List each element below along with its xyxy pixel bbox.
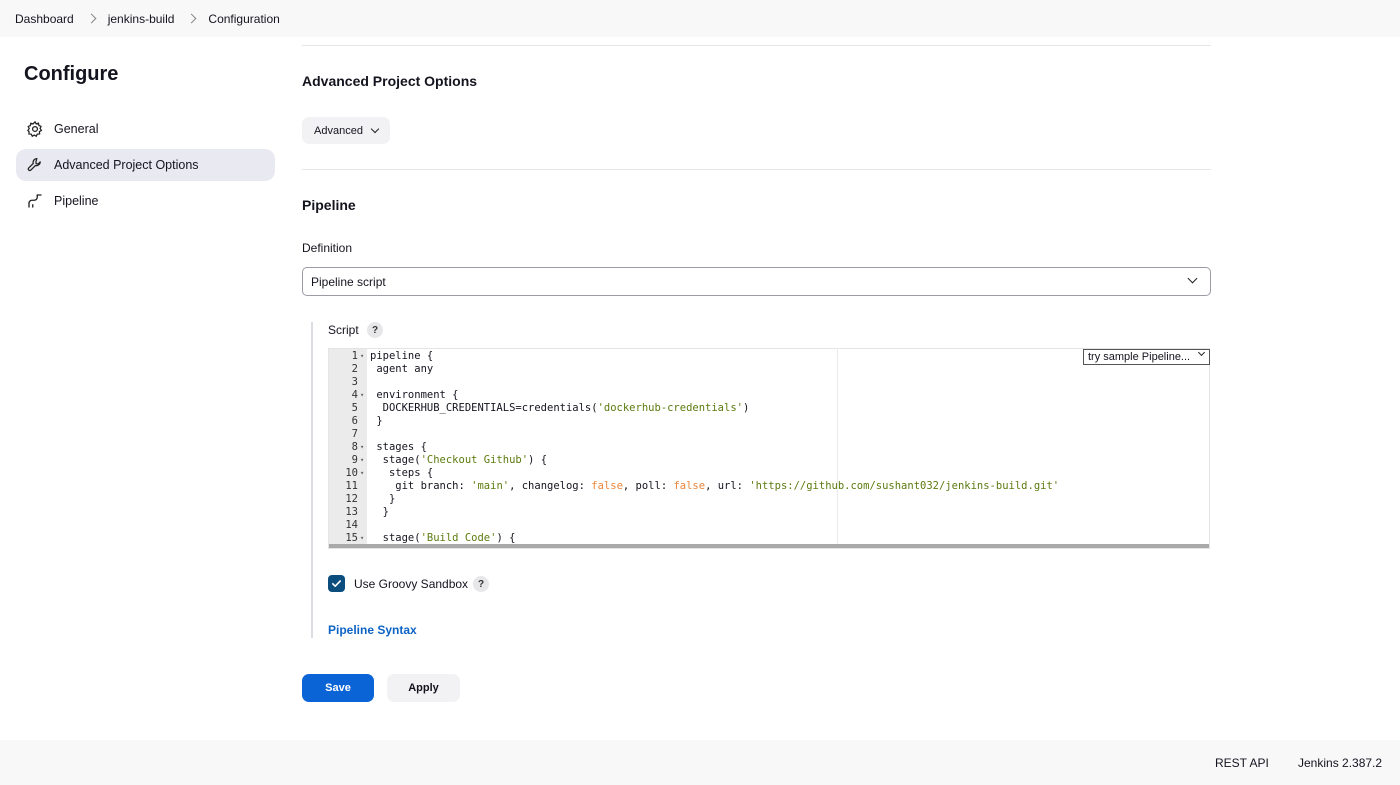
fold-arrow-icon[interactable]: ▾ [360, 443, 365, 451]
page-footer: REST API Jenkins 2.387.2 [0, 740, 1400, 785]
section-divider [302, 169, 1211, 170]
code-text: } [370, 493, 396, 505]
breadcrumb-configuration[interactable]: Configuration [208, 11, 280, 26]
line-number: 7 [351, 428, 358, 440]
gear-icon [27, 120, 43, 138]
line-number: 14 [345, 519, 358, 531]
apply-button[interactable]: Apply [387, 674, 460, 702]
editor-gutter [329, 349, 367, 546]
groovy-sandbox-label: Use Groovy Sandbox [354, 577, 469, 591]
line-number: 12 [345, 493, 358, 505]
code-text: stage('Build Code') { [370, 532, 516, 544]
line-number: 4 [351, 389, 358, 401]
fold-arrow-icon[interactable]: ▾ [360, 391, 365, 399]
advanced-section-title: Advanced Project Options [302, 73, 478, 89]
section-divider [302, 45, 1211, 46]
line-number: 13 [345, 506, 358, 518]
save-button[interactable]: Save [302, 674, 374, 702]
fold-arrow-icon[interactable]: ▾ [360, 352, 365, 360]
nested-section-rule [311, 322, 313, 638]
line-number: 6 [351, 415, 358, 427]
sidebar-title: Configure [24, 63, 119, 85]
sidebar-item-advanced-project-options[interactable]: Advanced Project Options [16, 149, 275, 181]
editor-scrollbar[interactable] [329, 544, 1209, 548]
pipeline-icon [28, 194, 42, 208]
script-help-icon[interactable]: ? [367, 322, 383, 338]
script-label: Script [328, 323, 359, 337]
editor-print-margin [837, 349, 838, 546]
line-number: 9 [351, 454, 358, 466]
advanced-button[interactable]: Advanced [302, 117, 390, 144]
code-text: } [370, 506, 389, 518]
code-text: agent any [370, 363, 434, 375]
fold-arrow-icon[interactable]: ▾ [360, 456, 365, 464]
breadcrumb-dashboard[interactable]: Dashboard [15, 11, 74, 26]
sidebar-item-label: General [54, 122, 99, 136]
chevron-down-icon [1197, 348, 1206, 357]
sandbox-help-icon[interactable]: ? [473, 576, 489, 592]
check-icon [332, 580, 341, 587]
pipeline-section-title: Pipeline [302, 197, 356, 213]
code-text: git branch: 'main', changelog: false, po… [370, 480, 1060, 492]
jenkins-version[interactable]: Jenkins 2.387.2 [1298, 756, 1383, 770]
rest-api-link[interactable]: REST API [1215, 756, 1269, 770]
code-text: } [370, 415, 383, 427]
wrench-icon [27, 157, 41, 172]
line-number: 15 [345, 532, 358, 544]
definition-label: Definition [302, 241, 353, 255]
sidebar-item-general[interactable]: General [16, 113, 275, 145]
definition-select[interactable]: Pipeline script [302, 267, 1211, 296]
breadcrumb-jenkins-build[interactable]: jenkins-build [107, 11, 175, 26]
line-number: 2 [351, 363, 358, 375]
line-number: 1 [351, 350, 358, 362]
line-number: 3 [351, 376, 358, 388]
code-text: stage('Checkout Github') { [370, 454, 548, 466]
code-text: steps { [370, 467, 434, 479]
code-text: stages { [370, 441, 427, 453]
chevron-right-icon [186, 13, 197, 24]
line-number: 10 [345, 467, 358, 479]
advanced-button-label: Advanced [314, 124, 363, 137]
code-text: DOCKERHUB_CREDENTIALS=credentials('docke… [370, 402, 750, 414]
line-number: 11 [345, 480, 358, 492]
chevron-down-icon [1187, 273, 1198, 284]
fold-arrow-icon[interactable]: ▾ [360, 534, 365, 542]
line-number: 5 [351, 402, 358, 414]
pipeline-syntax-link[interactable]: Pipeline Syntax [328, 623, 417, 637]
chevron-right-icon [86, 13, 97, 24]
sidebar-item-label: Advanced Project Options [54, 158, 199, 172]
breadcrumb: Dashboard jenkins-build Configuration [0, 0, 1400, 37]
fold-arrow-icon[interactable]: ▾ [360, 469, 365, 477]
sample-pipeline-select-value: try sample Pipeline... [1088, 351, 1191, 363]
line-number: 8 [351, 441, 358, 453]
sample-pipeline-select[interactable]: try sample Pipeline... [1083, 348, 1210, 365]
sidebar-item-label: Pipeline [54, 194, 99, 208]
definition-select-value: Pipeline script [311, 274, 386, 289]
sidebar-item-pipeline[interactable]: Pipeline [16, 185, 275, 217]
code-text: environment { [370, 389, 459, 401]
groovy-sandbox-checkbox[interactable] [328, 575, 345, 592]
chevron-down-icon [370, 124, 380, 134]
code-text: pipeline { [370, 350, 434, 362]
